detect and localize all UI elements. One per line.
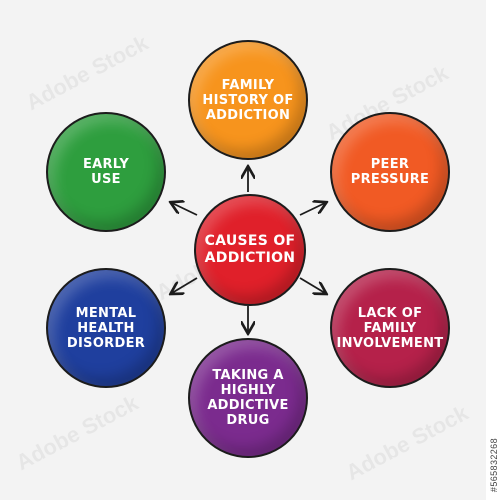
node-taking-a-highly-addictive-drug: TAKING A HIGHLY ADDICTIVE DRUG [188, 338, 308, 458]
node-label: FAMILY HISTORY OF ADDICTION [202, 77, 294, 123]
node-lack-of-family-involvement: LACK OF FAMILY INVOLVEMENT [330, 268, 450, 388]
center-node-label: CAUSES OF ADDICTION [204, 233, 296, 266]
node-mental-health-disorder: MENTAL HEALTH DISORDER [46, 268, 166, 388]
arrow-to-early-use [172, 203, 198, 216]
node-family-history-of-addiction: FAMILY HISTORY OF ADDICTION [188, 40, 308, 160]
node-label: PEER PRESSURE [350, 157, 430, 187]
node-label: MENTAL HEALTH DISORDER [66, 305, 146, 351]
node-peer-pressure: PEER PRESSURE [330, 112, 450, 232]
node-label: TAKING A HIGHLY ADDICTIVE DRUG [207, 368, 289, 428]
node-label: EARLY USE [82, 157, 130, 187]
node-early-use: EARLY USE [46, 112, 166, 232]
stock-id-label: #565832268 [489, 437, 499, 492]
center-node-causes-of-addiction: CAUSES OF ADDICTION [194, 194, 306, 306]
node-label: LACK OF FAMILY INVOLVEMENT [336, 305, 444, 351]
stock-id-strip: #565832268 [486, 0, 500, 500]
arrow-to-mental-health-disorder [172, 277, 198, 293]
arrow-to-peer-pressure [299, 203, 325, 216]
arrow-to-lack-of-family-involvement [299, 277, 325, 293]
